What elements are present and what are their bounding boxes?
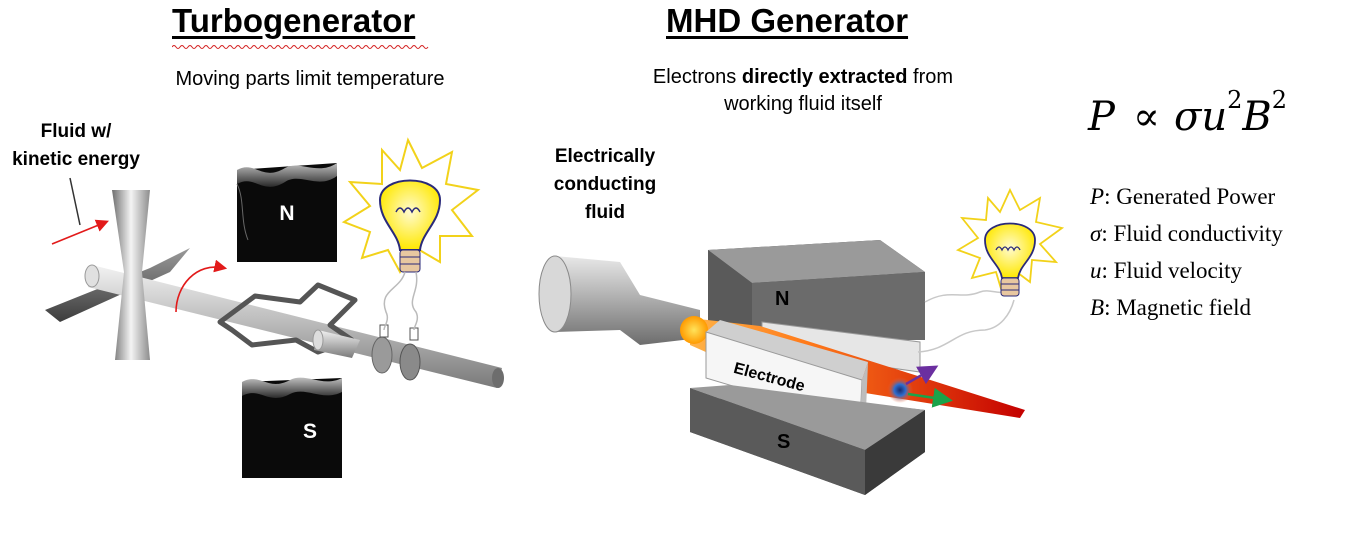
- lorentz-force-arrow: [905, 365, 939, 386]
- conducting-fluid-label: Electrically conducting fluid: [553, 146, 657, 223]
- mhd-title: MHD Generator: [666, 2, 909, 39]
- legend-item-conductivity: σ: Fluid conductivity: [1090, 221, 1283, 246]
- legend-item-magnetic-field: B: Magnetic field: [1090, 295, 1251, 320]
- mhd-subtitle-line2: working fluid itself: [724, 93, 882, 115]
- mhd-magnet-north: [708, 240, 925, 340]
- turbine-blade-vertical: [112, 190, 150, 360]
- turbo-south-label: S: [303, 420, 317, 443]
- lightbulb-icon: [341, 137, 481, 274]
- turbine-coil-loop: [217, 282, 358, 355]
- fluid-kinetic-energy-label: Fluid w/ kinetic energy: [12, 121, 140, 170]
- legend-item-velocity: u: Fluid velocity: [1090, 258, 1243, 283]
- slip-ring-assembly: [312, 324, 421, 381]
- mhd-subtitle-line1: Electrons directly extracted from: [652, 66, 954, 88]
- rotation-arrow: [175, 259, 228, 313]
- spellcheck-underline: [172, 45, 429, 49]
- variable-legend: P: Generated Power σ: Fluid conductivity…: [1090, 178, 1283, 326]
- mhd-north-label: N: [775, 288, 789, 310]
- nozzle-glow: [680, 316, 708, 344]
- bulb-wire: [383, 271, 419, 331]
- mhd-magnet-south: [690, 385, 925, 495]
- velocity-arrow: [907, 387, 953, 408]
- mhd-subtitle: Electrons directly extracted from workin…: [590, 64, 1016, 118]
- mhd-south-label: S: [777, 431, 790, 453]
- legend-item-power: P: Generated Power: [1090, 184, 1276, 209]
- turbogenerator-subtitle: Moving parts limit temperature: [175, 68, 445, 90]
- mhd-lightbulb-icon: [955, 187, 1065, 297]
- turbo-magnet-south: [242, 377, 342, 478]
- power-formula: P∝σu2B2: [1088, 86, 1288, 140]
- fluid-leader-line: [69, 177, 81, 226]
- turbogenerator-title: Turbogenerator: [172, 2, 429, 49]
- fluid-flow-arrow: [51, 219, 109, 245]
- turbo-north-label: N: [279, 202, 294, 225]
- turbine-shaft: [84, 264, 504, 388]
- mhd-bulb-wire: [917, 289, 1015, 353]
- mhd-nozzle: [538, 255, 700, 345]
- turbo-magnet-north: [236, 163, 337, 262]
